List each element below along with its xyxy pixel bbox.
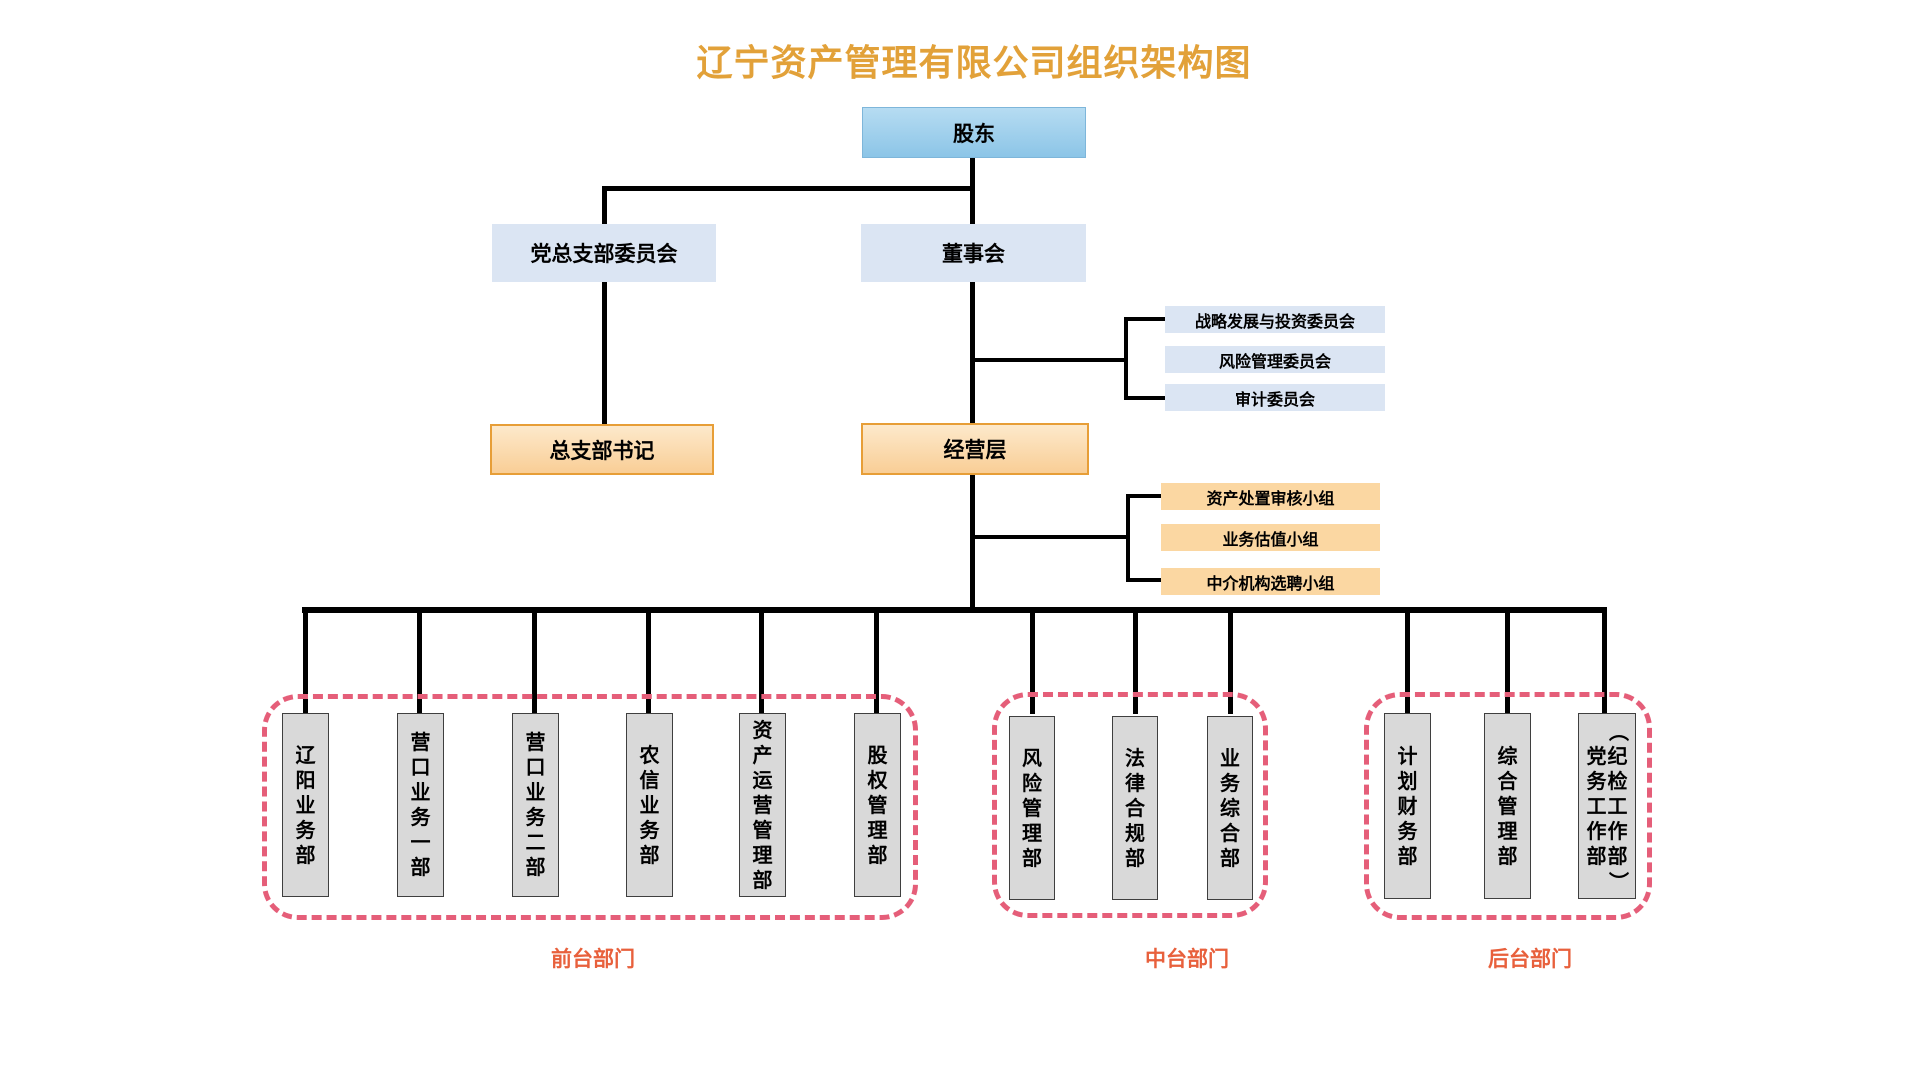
dept-asset-operation-management: 资产运营管理部 bbox=[739, 713, 786, 897]
connector bbox=[1126, 578, 1162, 582]
connector bbox=[602, 186, 975, 191]
node-group-business-valuation: 业务估值小组 bbox=[1161, 524, 1380, 551]
connector bbox=[302, 607, 1607, 613]
front-office-group-outline bbox=[262, 694, 918, 920]
committee-label: 风险管理委员会 bbox=[1218, 351, 1331, 371]
connector bbox=[972, 358, 1126, 362]
dept-label-column-right: （纪检工作部） bbox=[1606, 721, 1630, 891]
connector bbox=[1124, 317, 1166, 321]
dept-label: 营口业务一部 bbox=[410, 730, 431, 879]
dept-yingkou-business-1: 营口业务一部 bbox=[397, 713, 444, 897]
dept-liaoyang-business: 辽阳业务部 bbox=[282, 713, 329, 897]
dept-general-management: 综合管理部 bbox=[1484, 713, 1531, 899]
node-committee-strategy-investment: 战略发展与投资委员会 bbox=[1165, 306, 1385, 333]
node-branch-secretary: 总支部书记 bbox=[490, 424, 714, 475]
node-group-asset-disposal-review: 资产处置审核小组 bbox=[1161, 483, 1380, 510]
connector bbox=[972, 535, 1130, 539]
connector bbox=[532, 607, 537, 714]
dept-legal-compliance: 法律合规部 bbox=[1112, 716, 1158, 900]
node-management-label: 经营层 bbox=[943, 438, 1007, 462]
dept-yingkou-business-2: 营口业务二部 bbox=[512, 713, 559, 897]
node-party-branch-committee: 党总支部委员会 bbox=[492, 224, 716, 282]
connector bbox=[646, 607, 651, 714]
dept-label: 辽阳业务部 bbox=[295, 742, 316, 867]
dept-party-affairs: 党务工作部 （纪检工作部） bbox=[1578, 713, 1636, 899]
node-committee-risk-management: 风险管理委员会 bbox=[1165, 346, 1385, 373]
middle-office-group-outline bbox=[992, 692, 1268, 918]
connector bbox=[1505, 607, 1510, 714]
connector bbox=[1126, 494, 1162, 498]
connector bbox=[417, 607, 422, 714]
committee-label: 审计委员会 bbox=[1234, 389, 1315, 409]
node-branch-secretary-label: 总支部书记 bbox=[549, 438, 655, 463]
dept-label: 资产运营管理部 bbox=[752, 717, 773, 892]
connector bbox=[1124, 396, 1166, 400]
back-office-label: 后台部门 bbox=[1488, 947, 1572, 971]
middle-office-label: 中台部门 bbox=[1145, 947, 1229, 971]
connector bbox=[759, 607, 764, 714]
page-title: 辽宁资产管理有限公司组织架构图 bbox=[696, 43, 1252, 84]
node-management: 经营层 bbox=[861, 423, 1089, 475]
dept-label: 业务综合部 bbox=[1220, 745, 1240, 870]
node-shareholder: 股东 bbox=[862, 107, 1086, 158]
work-group-label: 业务估值小组 bbox=[1222, 529, 1319, 549]
connector bbox=[970, 282, 975, 424]
dept-label: 股权管理部 bbox=[867, 742, 888, 867]
work-group-label: 资产处置审核小组 bbox=[1206, 488, 1335, 508]
connector bbox=[1602, 607, 1607, 714]
back-office-group-outline bbox=[1364, 692, 1652, 920]
front-office-label: 前台部门 bbox=[551, 947, 635, 971]
connector bbox=[602, 282, 607, 425]
connector bbox=[970, 475, 975, 611]
node-shareholder-label: 股东 bbox=[953, 121, 995, 146]
connector bbox=[1030, 607, 1035, 714]
dept-label: 风险管理部 bbox=[1022, 745, 1042, 870]
connector bbox=[874, 607, 879, 714]
connector bbox=[303, 607, 308, 714]
work-group-label: 中介机构选聘小组 bbox=[1206, 573, 1335, 593]
dept-label: 计划财务部 bbox=[1397, 743, 1418, 868]
connector bbox=[1124, 317, 1128, 400]
dept-equity-management: 股权管理部 bbox=[854, 713, 901, 897]
connector bbox=[1228, 607, 1233, 714]
connector bbox=[1126, 494, 1130, 582]
dept-label: 营口业务二部 bbox=[525, 730, 546, 879]
node-party-branch-committee-label: 党总支部委员会 bbox=[530, 242, 678, 266]
dept-planning-finance: 计划财务部 bbox=[1384, 713, 1431, 899]
dept-risk-management: 风险管理部 bbox=[1009, 716, 1055, 900]
connector bbox=[602, 186, 607, 226]
dept-label: 法律合规部 bbox=[1125, 745, 1145, 870]
dept-label-column-left: 党务工作部 bbox=[1586, 743, 1607, 868]
node-group-intermediary-selection: 中介机构选聘小组 bbox=[1161, 568, 1380, 595]
node-committee-audit: 审计委员会 bbox=[1165, 384, 1385, 411]
dept-label: 农信业务部 bbox=[639, 742, 660, 867]
dept-label: 综合管理部 bbox=[1497, 743, 1518, 868]
node-board-label: 董事会 bbox=[942, 242, 1005, 266]
node-board: 董事会 bbox=[861, 224, 1086, 282]
committee-label: 战略发展与投资委员会 bbox=[1194, 311, 1355, 331]
connector bbox=[1405, 607, 1410, 714]
connector bbox=[1133, 607, 1138, 714]
dept-rural-credit-business: 农信业务部 bbox=[626, 713, 673, 897]
connector bbox=[970, 158, 975, 226]
dept-business-comprehensive: 业务综合部 bbox=[1207, 716, 1253, 900]
